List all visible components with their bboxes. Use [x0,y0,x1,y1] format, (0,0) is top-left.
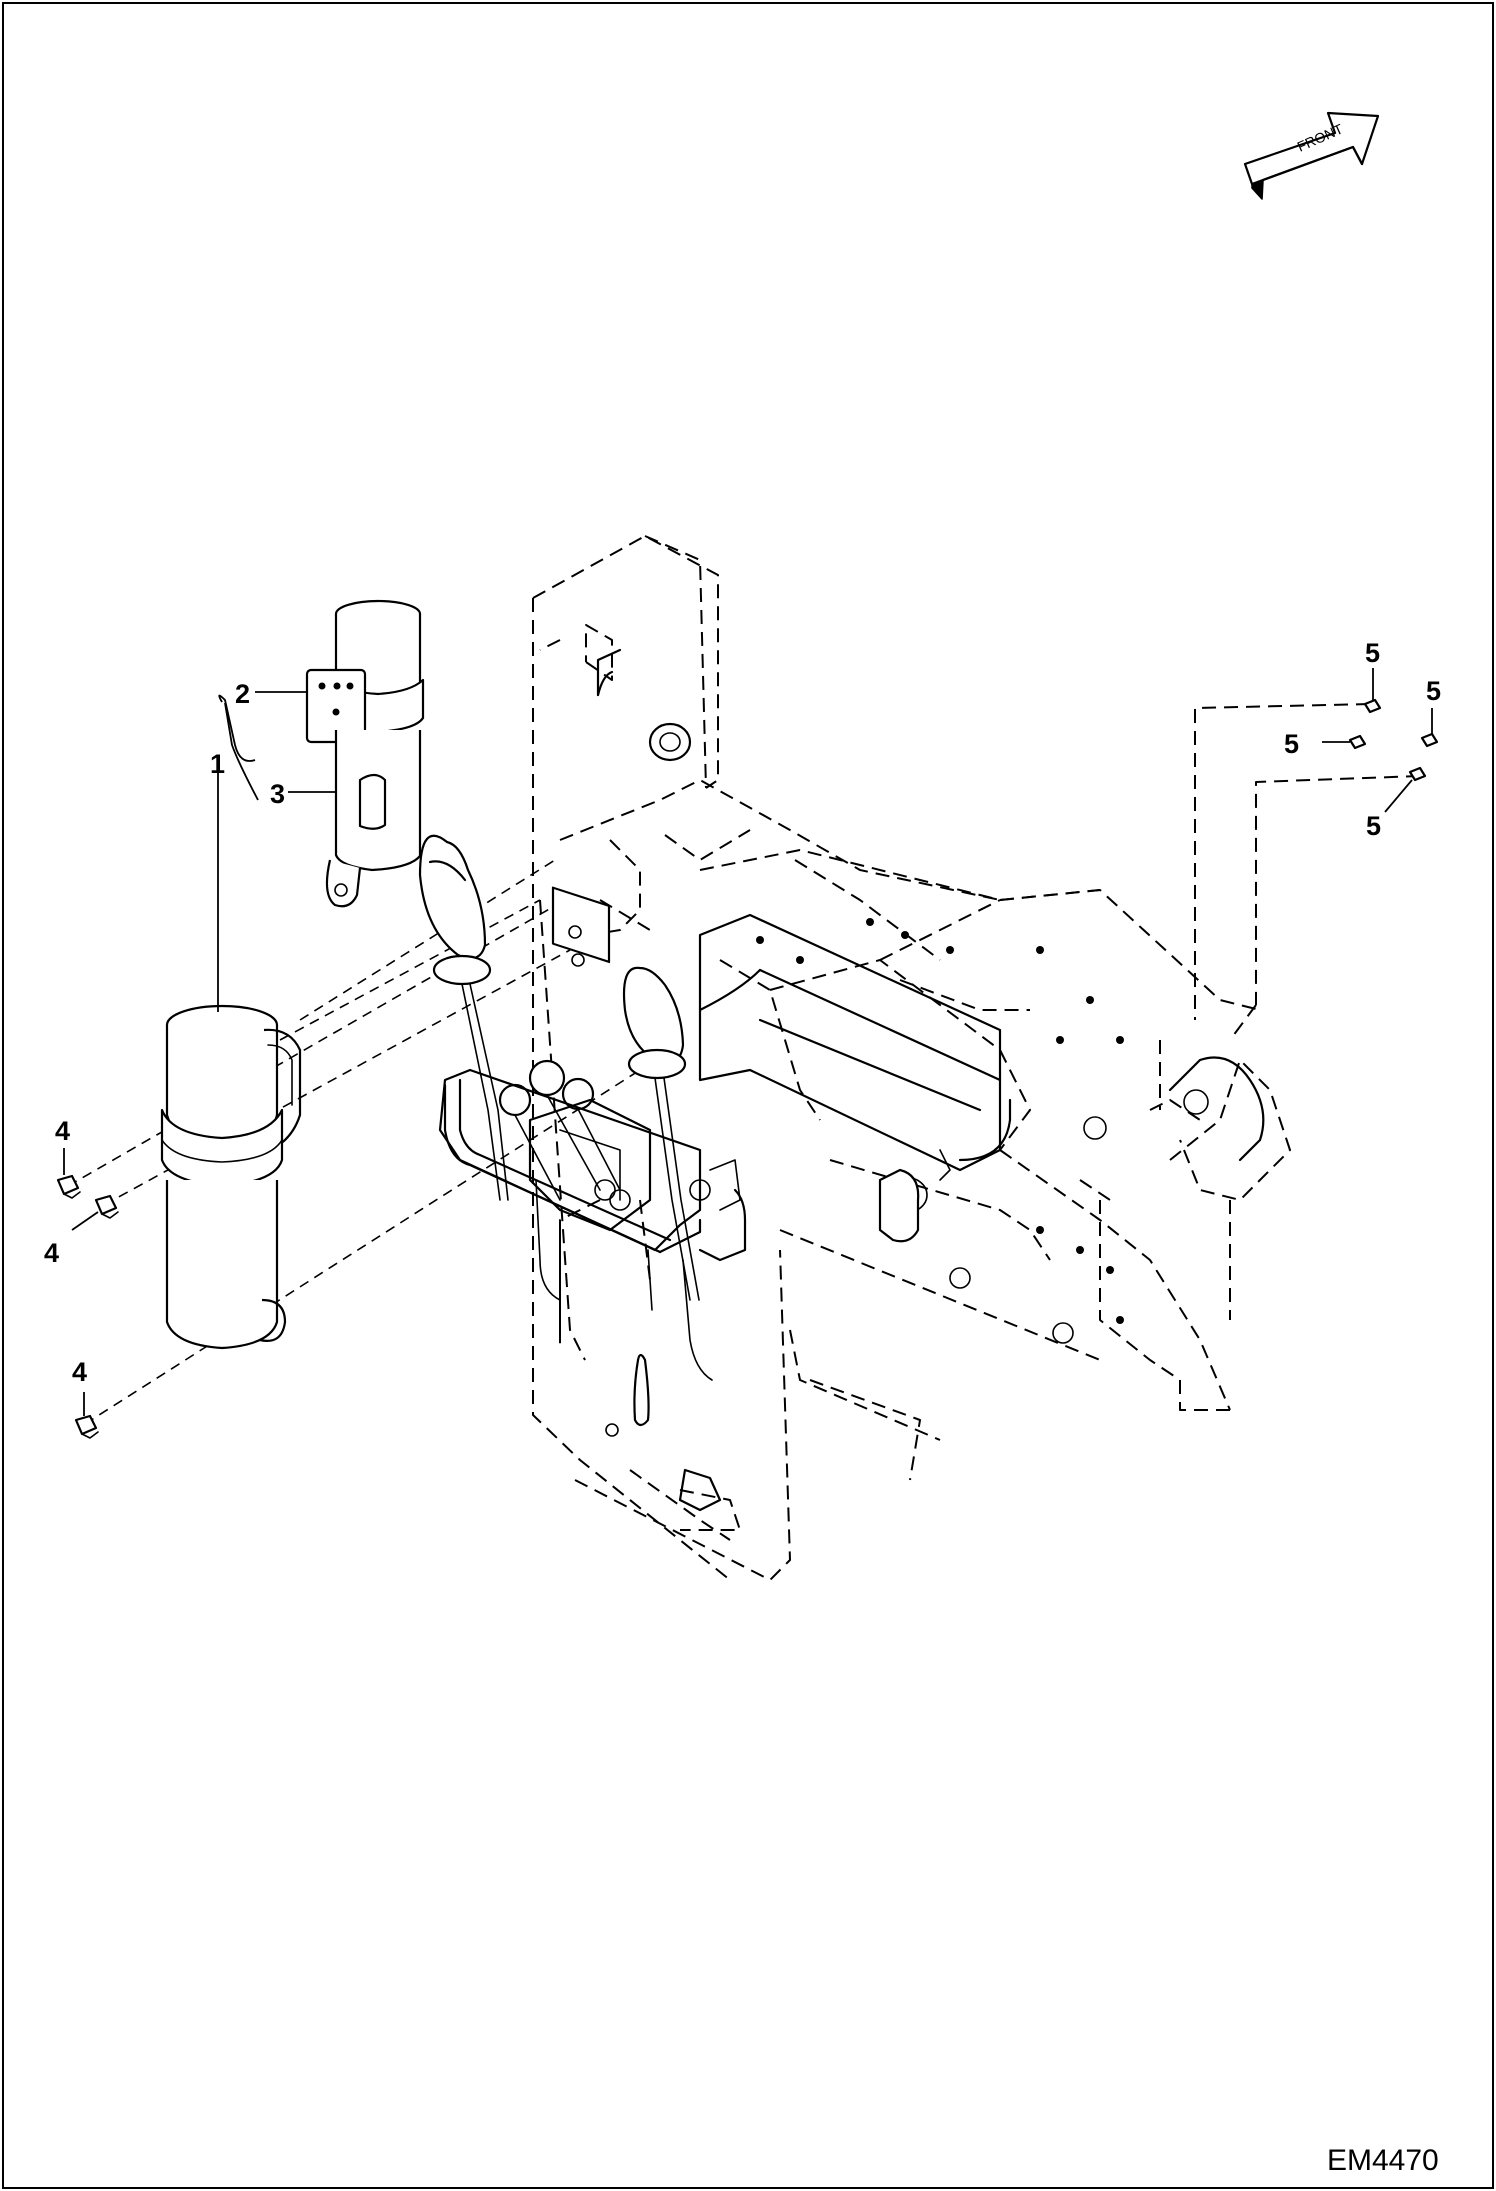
callout-5d: 5 [1366,811,1381,841]
callout-4b: 4 [44,1238,59,1268]
callout-labels: 1 2 3 4 4 4 5 5 5 5 [44,638,1441,1387]
screw-icon [56,1174,81,1199]
cross-member [698,913,1265,1344]
screw-icon [1420,732,1439,748]
screw-icon [1348,734,1367,750]
callout-4c: 4 [72,1357,87,1387]
screw-icon [74,1414,99,1439]
screw-icon [1408,766,1427,782]
callout-1: 1 [210,749,225,779]
callout-5b: 5 [1426,676,1441,706]
cup-holder-part [305,599,425,908]
callout-leaders [217,691,336,1012]
callout-2: 2 [235,679,250,709]
callout-5c: 5 [1284,729,1299,759]
screw-set-5 [1322,668,1439,813]
control-lever-assembly [418,834,741,1381]
screw-set-4 [56,1148,119,1439]
screw-icon [94,1194,119,1219]
column-details [551,648,747,1512]
drawing-number: EM4470 [1327,2144,1439,2177]
callout-3: 3 [270,779,285,809]
callout-5a: 5 [1365,638,1380,668]
callout-4a: 4 [55,1116,70,1146]
screw-icon [1363,698,1382,714]
cup-holder-assembly [160,1004,302,1350]
front-arrow-icon: FRONT [1243,111,1380,200]
